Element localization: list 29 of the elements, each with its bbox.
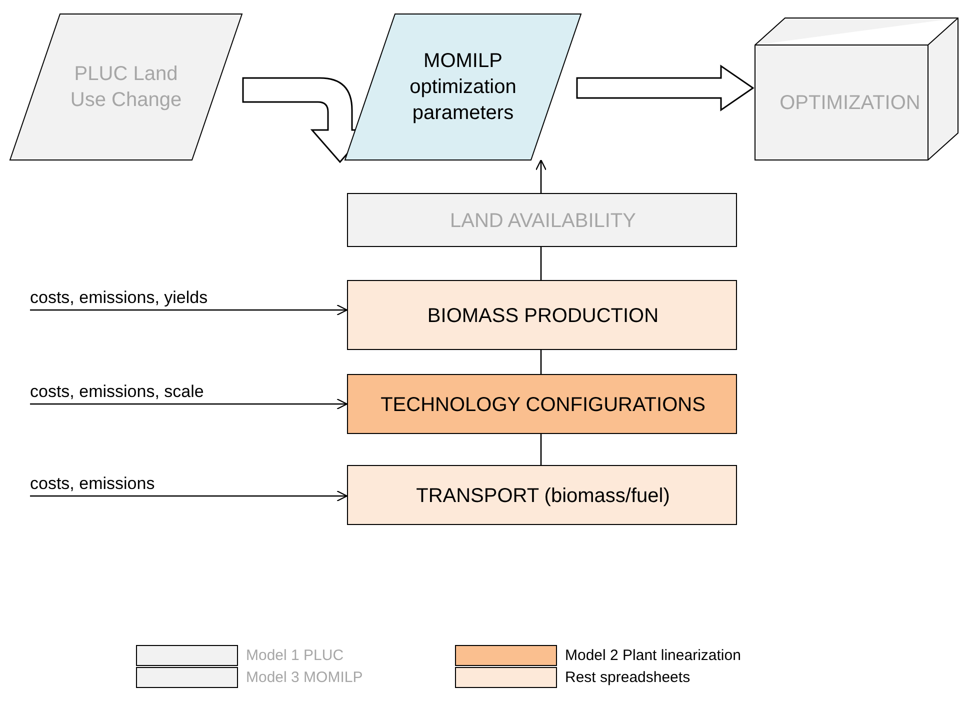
cube-shape [755, 18, 958, 160]
node-label: TECHNOLOGY CONFIGURATIONS [380, 393, 706, 418]
node-label: TRANSPORT (biomass/fuel) [416, 484, 670, 509]
legend-label: Model 3 MOMILP [246, 669, 363, 686]
node-label: MOMILP optimization parameters [408, 49, 518, 126]
process-box [347, 193, 737, 247]
node-label: LAND AVAILABILITY [450, 209, 636, 234]
process-box [347, 465, 737, 525]
arrow [535, 159, 547, 193]
arrow [30, 304, 348, 316]
connector-line [540, 434, 542, 465]
block-arrow [576, 64, 754, 112]
connector-line [540, 350, 542, 374]
input-parallelogram [345, 14, 581, 160]
node-label: PLUC Land Use Change [69, 62, 183, 113]
input-label: costs, emissions, yields [30, 286, 208, 309]
input-label: costs, emissions [30, 472, 155, 495]
connector-line [540, 247, 542, 280]
process-box [347, 374, 737, 434]
arrow [30, 490, 348, 502]
legend-label: Rest spreadsheets [565, 669, 690, 686]
node-label: OPTIMIZATION [780, 90, 920, 116]
process-box [347, 280, 737, 350]
input-label: costs, emissions, scale [30, 380, 204, 403]
arrow [30, 398, 348, 410]
input-parallelogram [10, 14, 242, 160]
legend-label: Model 1 PLUC [246, 647, 344, 664]
node-label: BIOMASS PRODUCTION [427, 304, 659, 329]
legend-label: Model 2 Plant linearization [565, 647, 741, 664]
